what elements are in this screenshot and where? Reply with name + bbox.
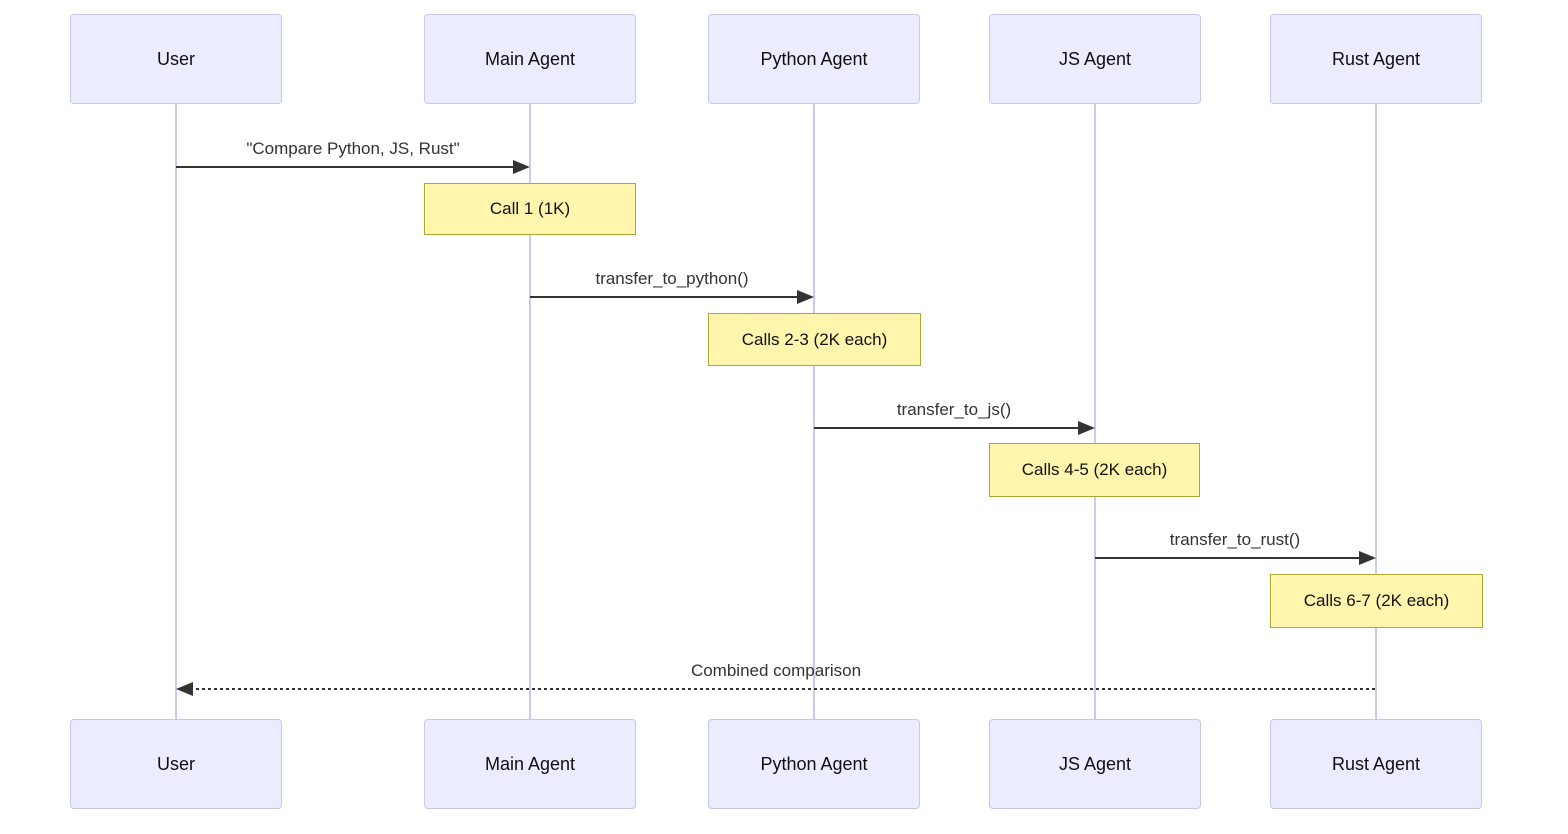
note-label: Call 1 (1K)	[489, 199, 571, 218]
arrowhead-right-icon	[513, 160, 530, 174]
message-label-combined-comparison: Combined comparison	[690, 661, 862, 680]
actor-label: User	[156, 753, 195, 774]
lifeline-main-agent	[529, 104, 531, 719]
actor-label: JS Agent	[1058, 753, 1132, 774]
arrowhead-right-icon	[797, 290, 814, 304]
lifeline-user	[175, 104, 177, 719]
note-label: Calls 2-3 (2K each)	[741, 329, 888, 349]
actor-top-js-agent: JS Agent	[989, 14, 1201, 104]
actor-label: Python Agent	[760, 48, 868, 69]
actor-label: Python Agent	[760, 753, 868, 774]
arrowhead-left-icon	[176, 682, 193, 696]
message-line-transfer-to-js	[814, 427, 1081, 429]
message-label-transfer-to-python: transfer_to_python()	[595, 269, 749, 288]
note-calls-2-3: Calls 2-3 (2K each)	[708, 313, 921, 366]
actor-label: User	[156, 48, 195, 69]
actor-label: Main Agent	[484, 48, 576, 69]
actor-label: Rust Agent	[1331, 48, 1421, 69]
actor-top-main-agent: Main Agent	[424, 14, 636, 104]
message-label-transfer-to-rust: transfer_to_rust()	[1169, 530, 1301, 549]
message-line-transfer-to-rust	[1095, 557, 1362, 559]
actor-top-user: User	[70, 14, 282, 104]
actor-label: Main Agent	[484, 753, 576, 774]
arrowhead-right-icon	[1078, 421, 1095, 435]
note-call-1: Call 1 (1K)	[424, 183, 636, 235]
lifeline-python-agent	[813, 104, 815, 719]
actor-label: JS Agent	[1058, 48, 1132, 69]
actor-top-python-agent: Python Agent	[708, 14, 920, 104]
actor-bottom-user: User	[70, 719, 282, 809]
actor-bottom-js-agent: JS Agent	[989, 719, 1201, 809]
note-label: Calls 4-5 (2K each)	[1021, 460, 1168, 479]
note-label: Calls 6-7 (2K each)	[1303, 591, 1450, 610]
actor-bottom-python-agent: Python Agent	[708, 719, 920, 809]
actor-label: Rust Agent	[1331, 753, 1421, 774]
message-line-combined-comparison	[190, 688, 1376, 690]
note-calls-4-5: Calls 4-5 (2K each)	[989, 443, 1200, 497]
actor-bottom-rust-agent: Rust Agent	[1270, 719, 1482, 809]
actor-bottom-main-agent: Main Agent	[424, 719, 636, 809]
arrowhead-right-icon	[1359, 551, 1376, 565]
message-label-transfer-to-js: transfer_to_js()	[896, 400, 1012, 419]
message-line-transfer-to-python	[530, 296, 800, 298]
message-line-compare	[176, 166, 516, 168]
lifeline-rust-agent	[1375, 104, 1377, 719]
note-calls-6-7: Calls 6-7 (2K each)	[1270, 574, 1483, 628]
message-label-compare: "Compare Python, JS, Rust"	[246, 139, 460, 158]
lifeline-js-agent	[1094, 104, 1096, 719]
actor-top-rust-agent: Rust Agent	[1270, 14, 1482, 104]
